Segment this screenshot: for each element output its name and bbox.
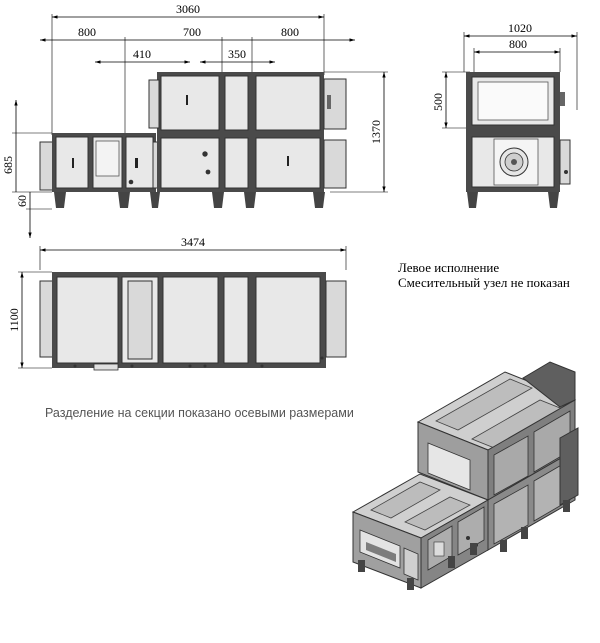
isometric-view — [351, 361, 579, 590]
dim-side-upper: 500 — [431, 93, 445, 111]
note-mixing-unit: Смесительный узел не показан — [398, 275, 570, 290]
dim-plan-length: 3474 — [181, 235, 205, 249]
dim-top-sec3: 700 — [183, 25, 201, 39]
dim-side-outer: 1020 — [508, 21, 532, 35]
dim-plan-width: 1100 — [7, 308, 21, 332]
dim-top-sec2: 410 — [133, 47, 151, 61]
dim-side-inner: 800 — [509, 37, 527, 51]
dim-top-sec4: 350 — [228, 47, 246, 61]
dim-left-lower: 685 — [1, 156, 15, 174]
dim-top-sec5: 800 — [281, 25, 299, 39]
note-sections: Разделение на секции показано осевыми ра… — [45, 406, 354, 420]
dim-top-sec1: 800 — [78, 25, 96, 39]
plan-view: 3474 1100 — [7, 235, 347, 371]
front-view: 3060 800 700 800 410 350 685 60 — [1, 2, 388, 238]
side-view: 1020 800 500 — [431, 21, 578, 208]
dim-top-total: 3060 — [176, 2, 200, 16]
dim-left-legs: 60 — [15, 195, 29, 207]
note-left-version: Левое исполнение — [398, 260, 499, 275]
dim-right-total: 1370 — [369, 120, 383, 144]
